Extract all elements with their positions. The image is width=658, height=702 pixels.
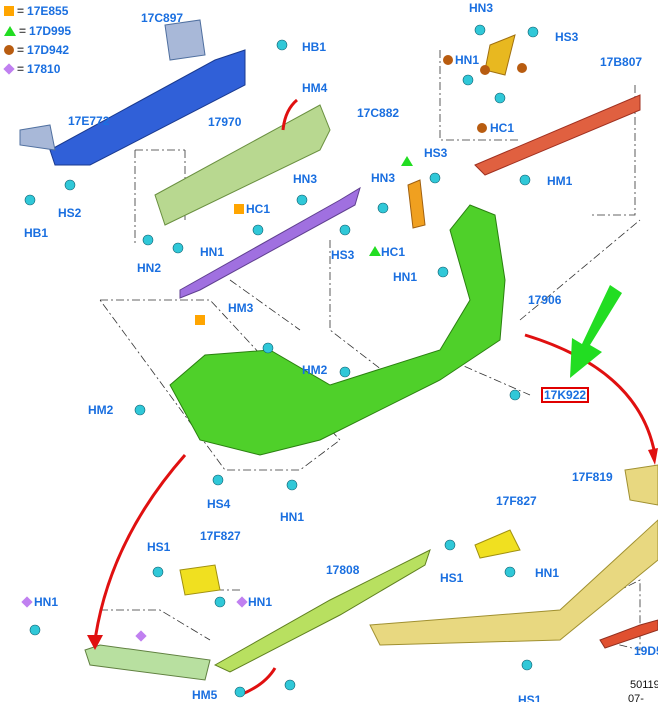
callout-HS3[interactable]: HS3 [555, 30, 579, 44]
callout-HM2[interactable]: HM2 [88, 403, 114, 417]
legend-item-17D942: =17D942 [4, 43, 69, 57]
step-pad-17F819 [369, 519, 658, 646]
fasteners [24, 24, 539, 698]
trim-17B807 [474, 94, 641, 176]
callout-HS4[interactable]: HS4 [207, 497, 231, 511]
callout-17F827[interactable]: 17F827 [496, 494, 537, 508]
valance-17808 [213, 549, 431, 673]
legend-item-17810: =17810 [3, 62, 61, 76]
square-icon [234, 204, 244, 214]
callout-HN1[interactable]: HN1 [248, 595, 273, 609]
bracket-17C897 [164, 19, 206, 61]
callout-HN1[interactable]: HN1 [34, 595, 59, 609]
callout-17906[interactable]: 17906 [528, 293, 562, 307]
callout-HN1[interactable]: HN1 [393, 270, 418, 284]
bracket-17D942 [484, 34, 516, 76]
bracket-17D995 [407, 179, 426, 229]
callout-17C882[interactable]: 17C882 [357, 106, 400, 120]
callout-HS3[interactable]: HS3 [424, 146, 448, 160]
reflector-17F827-left [179, 564, 221, 596]
callout-HM5[interactable]: HM5 [192, 688, 218, 702]
triangle-icon [369, 246, 381, 256]
callout-HN3[interactable]: HN3 [293, 172, 318, 186]
triangle-icon [401, 156, 413, 166]
diagram-code: 50119 [630, 679, 658, 691]
callout-HM3[interactable]: HM3 [228, 301, 254, 315]
legend-label: 17810 [27, 62, 61, 76]
trim-19D5 [599, 619, 658, 649]
reflector-17F827-right [474, 529, 521, 559]
callout-HS1[interactable]: HS1 [518, 693, 542, 702]
callout-HM2[interactable]: HM2 [302, 363, 328, 377]
legend-label: 17D995 [29, 24, 72, 38]
callout-17B807[interactable]: 17B807 [600, 55, 643, 69]
circle-icon [443, 55, 453, 65]
callout-17970[interactable]: 17970 [208, 115, 242, 129]
callout-HS2[interactable]: HS2 [58, 206, 82, 220]
callout-HN1[interactable]: HN1 [535, 566, 560, 580]
callout-HS1[interactable]: HS1 [440, 571, 464, 585]
callout-17C897[interactable]: 17C897 [141, 11, 184, 25]
callout-17F819[interactable]: 17F819 [572, 470, 613, 484]
legend-label: 17E855 [27, 4, 69, 18]
lower-trim [84, 644, 211, 681]
callout-17K922-highlighted[interactable]: 17K922 [541, 387, 590, 403]
diagram-date: 07-202 [628, 693, 644, 702]
callout-HC1[interactable]: HC1 [490, 121, 515, 135]
callout-HC1[interactable]: HC1 [381, 245, 406, 259]
square-icon [4, 6, 14, 16]
triangle-icon [4, 26, 16, 36]
callout-HM4[interactable]: HM4 [302, 81, 328, 95]
callout-HB1[interactable]: HB1 [24, 226, 49, 240]
callout-HN3[interactable]: HN3 [371, 171, 396, 185]
circle-icon [517, 63, 527, 73]
callout-HN1[interactable]: HN1 [200, 245, 225, 259]
square-icon [195, 315, 205, 325]
callout-HC1[interactable]: HC1 [246, 202, 271, 216]
callout-HS3[interactable]: HS3 [331, 248, 355, 262]
bumper-reinforcement-17970 [49, 49, 246, 166]
callout-HB1[interactable]: HB1 [302, 40, 327, 54]
legend-item-17D995: =17D995 [4, 24, 71, 38]
circle-icon [477, 123, 487, 133]
callout-HN2[interactable]: HN2 [137, 261, 162, 275]
bracket-17E772 [19, 124, 56, 151]
legend-label: 17D942 [27, 43, 70, 57]
legend-item-17E855: =17E855 [4, 4, 68, 18]
bumper-cover-17906 [169, 204, 506, 456]
callout-17808[interactable]: 17808 [326, 563, 360, 577]
callout-HN1[interactable]: HN1 [455, 53, 480, 67]
bracket-17810 [179, 186, 361, 299]
callout-HS1[interactable]: HS1 [147, 540, 171, 554]
callout-17E772[interactable]: 17E772 [68, 114, 110, 128]
diamond-icon [3, 63, 15, 75]
callout-HN3[interactable]: HN3 [469, 1, 494, 15]
callout-HM1[interactable]: HM1 [547, 174, 573, 188]
green-arrow-icon [570, 285, 622, 378]
circle-icon [480, 65, 490, 75]
energy-absorber-17C882 [154, 104, 331, 226]
callout-HN1[interactable]: HN1 [280, 510, 305, 524]
callout-17F827[interactable]: 17F827 [200, 529, 241, 543]
circle-icon [4, 45, 14, 55]
